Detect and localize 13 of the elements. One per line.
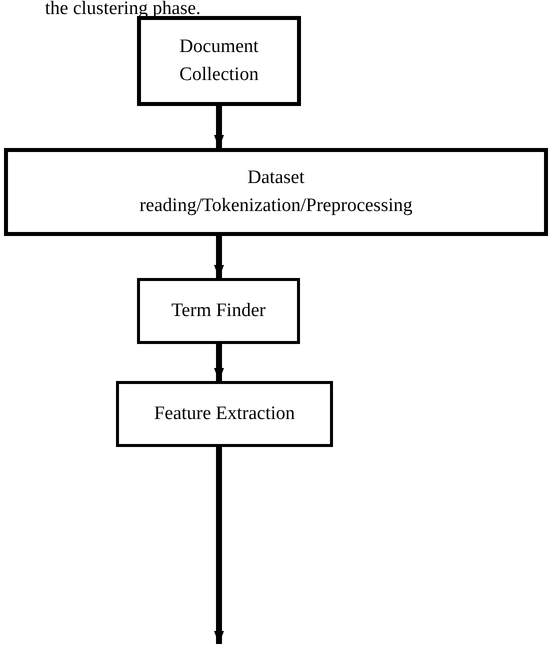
box-label: Feature Extraction — [154, 402, 295, 426]
box-label: Term Finder — [171, 299, 266, 324]
process-box — [4, 148, 548, 236]
arrow — [214, 106, 224, 148]
process-box — [137, 16, 301, 106]
note-text: the clustering phase. — [45, 0, 201, 20]
arrow — [214, 236, 224, 278]
arrow — [214, 344, 224, 381]
arrow — [214, 447, 224, 644]
box-label: Document Collection — [178, 35, 260, 87]
process-box — [137, 278, 300, 344]
box-label: Dataset reading/Tokenization/Preprocessing — [138, 166, 414, 218]
process-box — [116, 381, 333, 447]
